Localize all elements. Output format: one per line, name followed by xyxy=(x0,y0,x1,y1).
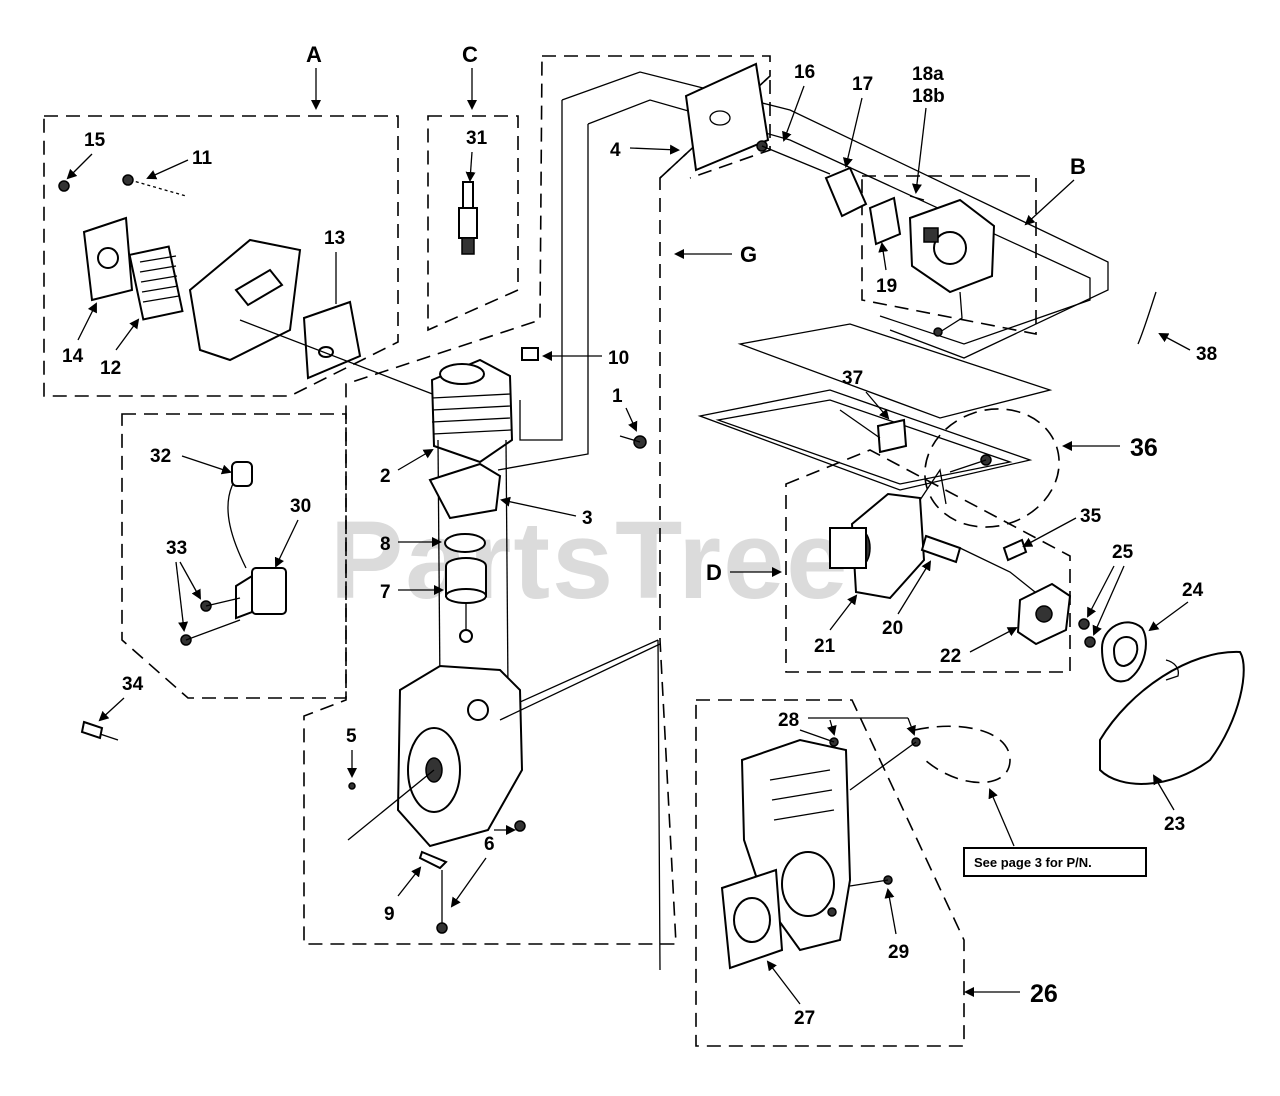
part-label-10: 10 xyxy=(608,348,629,369)
part-label-35: 35 xyxy=(1080,506,1102,527)
carb-gasket-part xyxy=(868,196,902,246)
group-a-outline xyxy=(43,115,399,397)
group-hook-outline xyxy=(914,725,1011,784)
part-label-31: 31 xyxy=(466,128,488,149)
intake-gasket-part xyxy=(684,62,770,172)
frame-line-upper xyxy=(561,71,1109,359)
part-label-19: 19 xyxy=(876,276,897,297)
part-label-34: 34 xyxy=(122,674,144,695)
part-label-13: 13 xyxy=(324,228,345,249)
frame-line-inner xyxy=(587,99,1091,345)
base-gasket-part xyxy=(428,462,502,520)
ignition-coil-part xyxy=(180,461,287,646)
recoil-gasket-part xyxy=(720,868,784,970)
group-d-outline xyxy=(785,449,1071,673)
group-label-d: D xyxy=(706,560,722,585)
part-label-37: 37 xyxy=(842,368,863,389)
group-label-a: A xyxy=(306,42,322,67)
part-label-27: 27 xyxy=(794,1008,815,1029)
part-label-15: 15 xyxy=(84,130,106,151)
fuel-line-part xyxy=(1137,291,1157,345)
watermark: PartsTree xyxy=(330,499,849,622)
part-label-23: 23 xyxy=(1164,814,1185,835)
frame-line-left-inner xyxy=(497,124,589,471)
part-label-18a: 18a xyxy=(912,64,944,85)
screw-6b-part xyxy=(436,922,448,934)
group-label-g: G xyxy=(740,242,757,267)
part-label-18b: 18b xyxy=(912,86,945,107)
group-label-36: 36 xyxy=(1130,434,1158,462)
part-label-28: 28 xyxy=(778,710,799,731)
spark-plug-part xyxy=(458,181,478,255)
part-label-5: 5 xyxy=(346,726,357,747)
part-label-20: 20 xyxy=(882,618,903,639)
part-callouts: 1 2 3 4 5 6 7 8 9 10 11 12 13 14 15 16 xyxy=(62,62,1217,1029)
flywheel-part xyxy=(1016,582,1096,648)
part-label-25: 25 xyxy=(1112,542,1134,563)
part-label-12: 12 xyxy=(100,358,121,379)
part-label-38: 38 xyxy=(1196,344,1217,365)
part-label-33: 33 xyxy=(166,538,187,559)
frame-line-left xyxy=(519,100,563,441)
piston-ring-part xyxy=(444,533,486,553)
group-label-b: B xyxy=(1070,154,1086,179)
carb-adaptor-part xyxy=(824,166,868,218)
part-label-22: 22 xyxy=(940,646,961,667)
part-label-1: 1 xyxy=(612,386,623,407)
part-label-8: 8 xyxy=(380,534,391,555)
screw-6a-part xyxy=(514,820,526,832)
starter-housing-part xyxy=(829,409,1051,605)
carburetor-part xyxy=(908,198,996,337)
cover-23-part xyxy=(1099,650,1245,785)
part-label-2: 2 xyxy=(380,466,391,487)
group-ignition-outline xyxy=(121,413,347,699)
part-label-7: 7 xyxy=(380,582,391,603)
parts xyxy=(58,62,1245,970)
group-label-26: 26 xyxy=(1030,980,1058,1008)
part-label-32: 32 xyxy=(150,446,171,467)
group-label-c: C xyxy=(462,42,478,67)
group-callouts: A B C D G 26 36 xyxy=(306,42,1158,1008)
part-label-16: 16 xyxy=(794,62,815,83)
part-label-6: 6 xyxy=(484,834,495,855)
clip-34-part xyxy=(80,720,104,740)
group-c-outline xyxy=(427,115,519,332)
part-label-17: 17 xyxy=(852,74,873,95)
clip-9-part xyxy=(418,850,448,870)
muffler-part xyxy=(58,174,449,401)
part-label-14: 14 xyxy=(62,346,84,367)
crankcase-part xyxy=(347,643,661,848)
part-label-24: 24 xyxy=(1182,580,1204,601)
part-label-30: 30 xyxy=(290,496,311,517)
part-label-3: 3 xyxy=(582,508,593,529)
part-label-4: 4 xyxy=(610,140,621,161)
frame-box-lower xyxy=(697,389,1033,491)
frame-box-mid xyxy=(737,323,1053,419)
part-label-29: 29 xyxy=(888,942,909,963)
note-box: See page 3 for P/N. xyxy=(963,788,1147,877)
group-36-outline xyxy=(924,408,1060,528)
part-label-11: 11 xyxy=(192,148,213,169)
frame-box-lower-inner xyxy=(715,399,1013,485)
note-box-text: See page 3 for P/N. xyxy=(974,855,1092,870)
part-label-21: 21 xyxy=(814,636,836,657)
piston-part xyxy=(445,557,487,643)
screw-5-part xyxy=(348,782,356,790)
nut-24-part xyxy=(1100,621,1147,683)
part-label-9: 9 xyxy=(384,904,395,925)
group-b-outline xyxy=(861,175,1037,335)
cylinder-part xyxy=(430,347,539,691)
